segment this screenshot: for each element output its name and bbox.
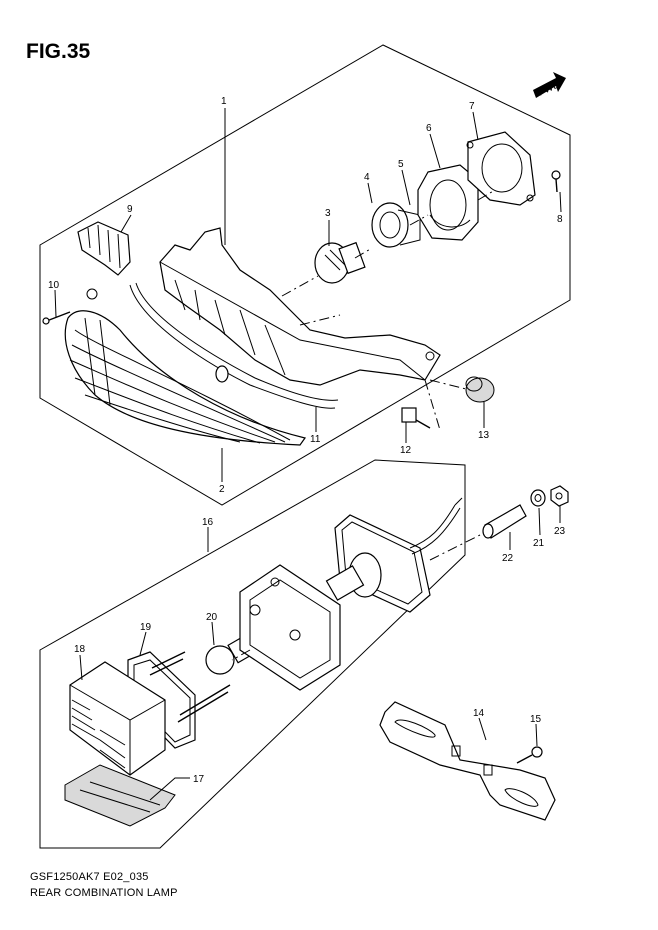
gasket-part	[129, 282, 339, 409]
bracket-part-14	[379, 701, 556, 821]
callout-7: 7	[469, 101, 475, 112]
lens-part-18	[69, 661, 166, 776]
callout-19: 19	[140, 622, 152, 633]
nut-part-23	[550, 485, 569, 507]
callout-2: 2	[219, 484, 225, 495]
bulb-part-3	[314, 241, 366, 284]
callout-13: 13	[478, 430, 490, 441]
reflector-part-17	[64, 764, 176, 827]
callout-1: 1	[221, 96, 227, 107]
footer-code: GSF1250AK7 E02_035	[30, 871, 149, 883]
figure-title: FIG.35	[26, 40, 91, 63]
socket-cover-part-6	[417, 164, 479, 241]
screw-part-8	[551, 170, 561, 193]
callout-4: 4	[364, 172, 370, 183]
housing-part	[86, 227, 441, 386]
clip-part	[77, 221, 131, 276]
callout-22: 22	[502, 553, 514, 564]
gasket-ring-part-7	[466, 131, 536, 206]
callout-3: 3	[325, 208, 331, 219]
spacer-part-22	[482, 504, 527, 539]
callout-23: 23	[554, 526, 566, 537]
socket-part-4	[371, 202, 421, 248]
callout-8: 8	[557, 214, 563, 225]
callout-20: 20	[206, 612, 218, 623]
lower-group-frame	[39, 459, 466, 849]
assembly-lines-lower	[231, 534, 481, 661]
callout-17: 17	[193, 774, 205, 785]
callout-9: 9	[127, 204, 133, 215]
callout-21: 21	[533, 538, 545, 549]
assembly-lines-upper	[281, 189, 496, 431]
callout-6: 6	[426, 123, 432, 134]
callout-labels: 1 2 3 4 5 6 7 8 9 10 11 12 13 14 15 16 1…	[48, 96, 566, 785]
lens-hatch	[71, 699, 126, 769]
socket-plate-part	[325, 497, 463, 613]
lens-part	[64, 310, 307, 446]
callout-14: 14	[473, 708, 485, 719]
callout-12: 12	[400, 445, 412, 456]
footer-name: REAR COMBINATION LAMP	[30, 887, 178, 899]
callout-15: 15	[530, 714, 542, 725]
callout-10: 10	[48, 280, 60, 291]
callout-18: 18	[74, 644, 86, 655]
lamp-frame-part	[239, 564, 341, 691]
leader-lines	[54, 108, 562, 801]
nut-part-12	[401, 407, 431, 429]
bolt-part-15	[516, 746, 543, 764]
callout-11: 11	[310, 434, 321, 445]
callout-5: 5	[398, 159, 404, 170]
studs-part	[149, 651, 231, 723]
fwd-label: FWD	[536, 79, 561, 99]
screw-part-10	[42, 311, 71, 325]
upper-group-frame	[39, 44, 571, 506]
fwd-arrow-icon: FWD	[533, 72, 566, 99]
washer-part-21	[530, 489, 546, 507]
grommet-part-13	[465, 376, 495, 403]
callout-16: 16	[202, 517, 214, 528]
